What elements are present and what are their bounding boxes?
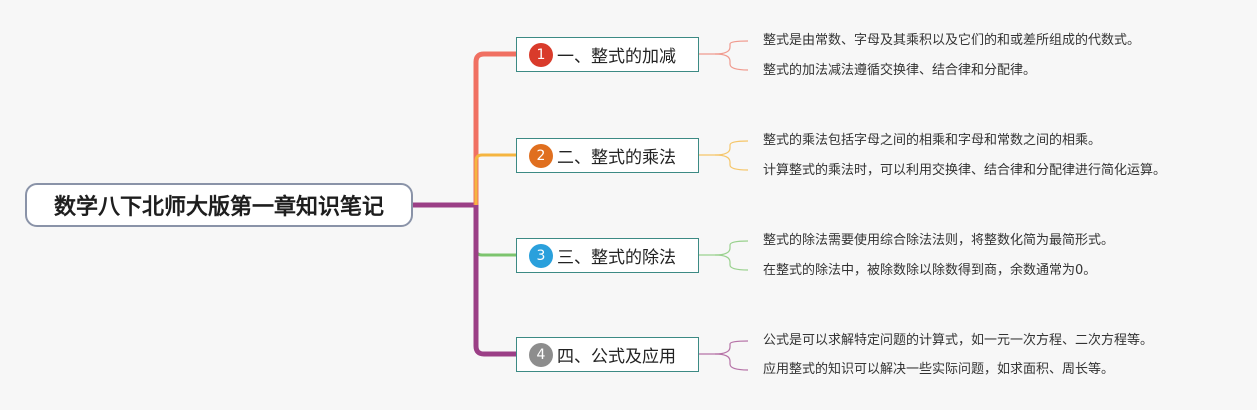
branch-connector-1 xyxy=(473,51,516,205)
leaf-topic[interactable]: 整式的乘法包括字母之间的相乘和字母和常数之间的相乘。 xyxy=(763,133,1102,148)
branch-topic-1[interactable]: 1 一、整式的加减 xyxy=(516,37,699,72)
root-topic[interactable]: 数学八下北师大版第一章知识笔记 xyxy=(25,183,413,227)
leaf-connectors-1 xyxy=(699,40,749,71)
branch-title: 一、整式的加减 xyxy=(557,47,676,67)
leaf-topic[interactable]: 在整式的除法中，被除数除以除数得到商，余数通常为0。 xyxy=(763,263,1097,278)
leaf-topic[interactable]: 整式的除法需要使用综合除法法则，将整数化简为最简形式。 xyxy=(763,233,1115,248)
leaf-connectors-4 xyxy=(699,340,749,371)
number-badge-icon: 3 xyxy=(529,243,553,268)
branch-topic-4[interactable]: 4 四、公式及应用 xyxy=(516,337,699,372)
leaf-topic[interactable]: 整式是由常数、字母及其乘积以及它们的和或差所组成的代数式。 xyxy=(763,33,1141,48)
branch-connector-3 xyxy=(474,205,516,257)
branch-topic-2[interactable]: 2 二、整式的乘法 xyxy=(516,138,699,173)
number-badge-icon: 4 xyxy=(529,342,553,367)
branch-connector-4 xyxy=(473,205,516,357)
branch-connector-2 xyxy=(474,153,516,205)
leaf-connectors-2 xyxy=(699,140,749,171)
root-title: 数学八下北师大版第一章知识笔记 xyxy=(53,195,384,220)
branch-title: 三、整式的除法 xyxy=(557,248,676,268)
leaf-topic[interactable]: 应用整式的知识可以解决一些实际问题，如求面积、周长等。 xyxy=(763,362,1115,377)
leaf-topic[interactable]: 整式的加法减法遵循交换律、结合律和分配律。 xyxy=(763,63,1037,78)
leaf-topic[interactable]: 公式是可以求解特定问题的计算式，如一元一次方程、二次方程等。 xyxy=(763,333,1154,348)
number-badge-icon: 2 xyxy=(529,143,553,168)
branch-topic-3[interactable]: 3 三、整式的除法 xyxy=(516,238,699,273)
leaf-topic[interactable]: 计算整式的乘法时，可以利用交换律、结合律和分配律进行简化运算。 xyxy=(763,163,1167,178)
leaf-connectors-3 xyxy=(699,240,749,271)
number-badge-icon: 1 xyxy=(529,42,553,67)
branch-title: 二、整式的乘法 xyxy=(557,148,676,168)
branch-title: 四、公式及应用 xyxy=(557,347,676,367)
